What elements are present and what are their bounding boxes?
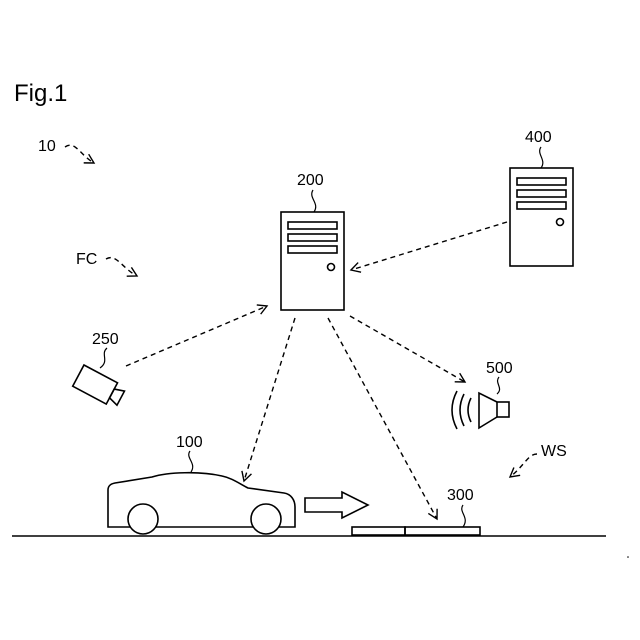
arrow-200-to-300	[328, 318, 437, 519]
mat-leader	[462, 505, 466, 527]
vehicle-100: 100	[108, 434, 295, 534]
server-leader	[312, 190, 316, 212]
right-arrow-icon	[305, 492, 368, 518]
system-reference: 10	[38, 138, 94, 163]
system-label: 10	[38, 138, 56, 155]
speaker-500: 500	[452, 360, 513, 429]
speaker-icon	[452, 391, 509, 429]
workspace-label: WS	[541, 443, 567, 460]
camera-leader	[100, 348, 107, 368]
factory-reference: FC	[76, 251, 137, 276]
workspace-reference: WS	[510, 443, 567, 477]
speaker-leader	[497, 377, 500, 394]
workspace-leader-arrow	[510, 454, 537, 477]
server-tower-icon	[281, 212, 344, 310]
vehicle-label: 100	[176, 434, 203, 451]
server-tower-icon	[510, 168, 573, 266]
external-server-400: 400	[510, 129, 573, 266]
camera-label: 250	[92, 331, 119, 348]
camera-icon	[73, 365, 127, 409]
arrow-200-to-500	[350, 316, 465, 382]
mat-label: 300	[447, 487, 474, 504]
figure-title: Fig.1	[14, 80, 67, 107]
server-200: 200	[281, 172, 344, 310]
car-icon	[108, 473, 295, 534]
system-leader-arrow	[65, 145, 94, 163]
external-server-leader	[540, 147, 543, 168]
stray-dot	[627, 556, 629, 558]
server-label: 200	[297, 172, 324, 189]
arrow-250-to-200	[126, 306, 267, 366]
camera-250: 250	[73, 331, 127, 409]
vehicle-leader	[189, 451, 193, 472]
arrow-400-to-200	[351, 222, 507, 270]
external-server-label: 400	[525, 129, 552, 146]
speaker-label: 500	[486, 360, 513, 377]
arrow-200-to-100	[244, 318, 295, 481]
mat-300: 300	[352, 487, 480, 535]
communication-arrows	[126, 222, 507, 519]
factory-leader-arrow	[106, 258, 137, 276]
factory-label: FC	[76, 251, 97, 268]
